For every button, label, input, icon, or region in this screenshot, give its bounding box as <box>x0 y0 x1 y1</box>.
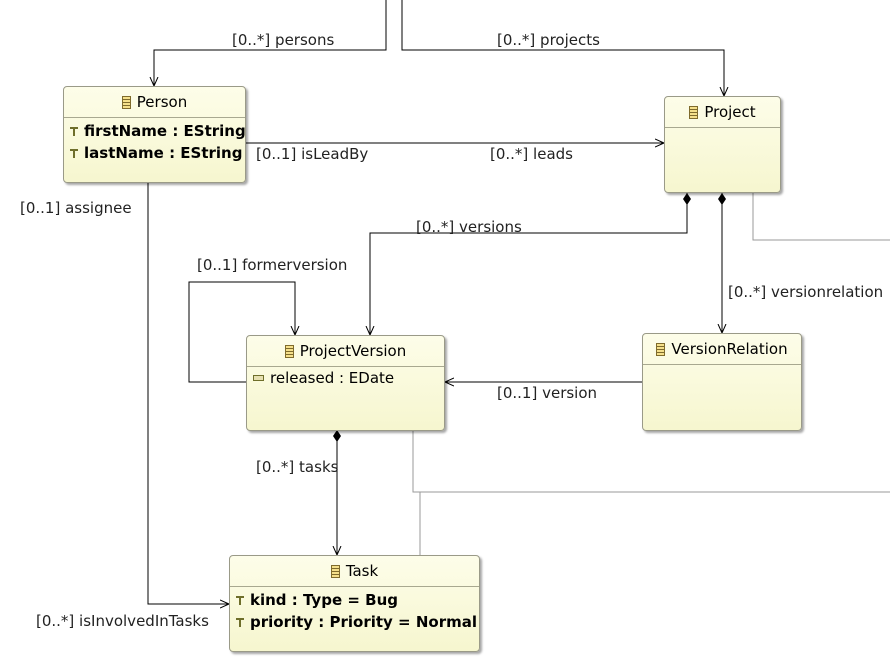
person-attribute-firstname[interactable]: firstName : EString <box>64 120 246 142</box>
label-projects: [0..*] projects <box>497 31 600 49</box>
class-project[interactable]: Project <box>664 96 781 193</box>
label-formerversion: [0..1] formerversion <box>197 256 348 274</box>
id-attribute-icon <box>236 595 244 605</box>
attribute-icon <box>253 374 264 381</box>
id-attribute-icon <box>236 617 244 627</box>
class-versionrelation[interactable]: VersionRelation <box>642 333 802 431</box>
label-leads: [0..*] leads <box>490 145 573 163</box>
class-projectversion-name: ProjectVersion <box>299 342 407 360</box>
label-isinvolvedintasks: [0..*] isInvolvedInTasks <box>36 612 209 630</box>
id-attribute-icon <box>70 148 78 158</box>
class-task[interactable]: Task kind : Type = Bug priority : Priori… <box>229 555 480 652</box>
class-icon <box>656 342 666 356</box>
edge-versions[interactable] <box>370 193 687 335</box>
class-projectversion[interactable]: ProjectVersion released : EDate <box>246 335 445 431</box>
label-versionrelation: [0..*] versionrelation <box>728 283 884 301</box>
label-versions: [0..*] versions <box>416 218 522 236</box>
class-person[interactable]: Person firstName : EString lastName : ES… <box>63 86 246 183</box>
class-project-header: Project <box>665 97 780 128</box>
class-person-header: Person <box>64 87 245 118</box>
task-attribute-kind[interactable]: kind : Type = Bug <box>230 589 479 611</box>
task-attribute-priority[interactable]: priority : Priority = Normal <box>230 611 479 633</box>
label-isleadby: [0..1] isLeadBy <box>256 145 369 163</box>
class-icon <box>689 105 699 119</box>
person-attribute-lastname[interactable]: lastName : EString <box>64 142 245 164</box>
label-version: [0..1] version <box>497 384 598 402</box>
edge-assignee[interactable] <box>148 183 229 604</box>
class-versionrelation-header: VersionRelation <box>643 334 801 365</box>
class-task-header: Task <box>230 556 479 587</box>
edge-formerversion[interactable] <box>188 281 295 383</box>
edge-persons[interactable] <box>154 0 387 86</box>
class-icon <box>330 564 340 578</box>
class-projectversion-header: ProjectVersion <box>247 336 444 367</box>
id-attribute-icon <box>70 126 78 136</box>
edge-gray-projectversion <box>412 431 890 493</box>
class-project-name: Project <box>704 103 756 121</box>
edge-projects[interactable] <box>401 0 724 96</box>
class-icon <box>284 344 294 358</box>
class-person-name: Person <box>136 93 188 111</box>
projectversion-attribute-released[interactable]: released : EDate <box>247 367 444 389</box>
label-tasks: [0..*] tasks <box>256 458 339 476</box>
edge-gray-project <box>752 193 890 241</box>
class-icon <box>121 95 131 109</box>
class-task-name: Task <box>345 562 379 580</box>
label-assignee: [0..1] assignee <box>20 199 132 217</box>
label-persons: [0..*] persons <box>232 31 335 49</box>
class-versionrelation-name: VersionRelation <box>671 340 788 358</box>
